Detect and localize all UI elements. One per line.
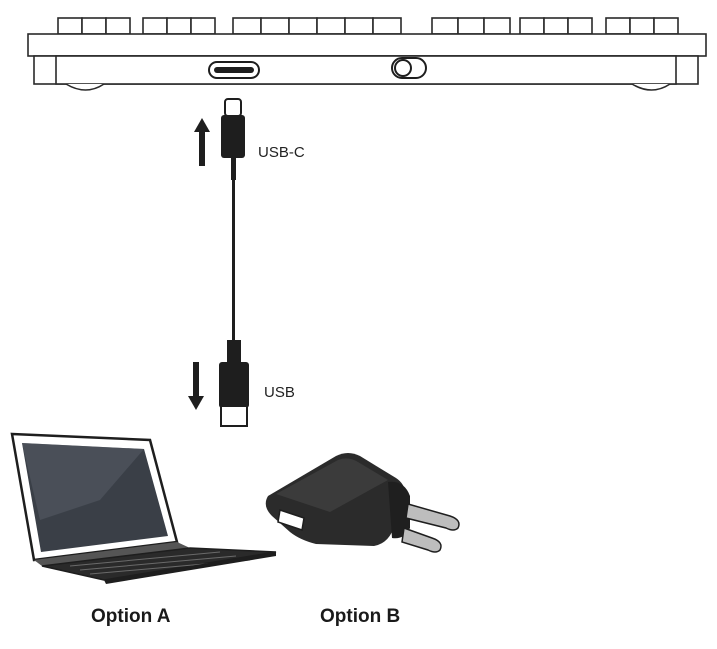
- usb-label: USB: [264, 384, 295, 401]
- laptop-icon: [10, 432, 277, 584]
- power-switch-icon: [391, 57, 427, 79]
- wall-charger-icon: [265, 453, 460, 553]
- option-a-label: Option A: [91, 606, 171, 627]
- option-b-label: Option B: [320, 606, 401, 627]
- usb-c-label: USB-C: [258, 144, 305, 161]
- keyboard-icon: [27, 17, 707, 91]
- usb-a-plug-icon: [219, 340, 249, 427]
- usb-c-port-icon: [208, 61, 260, 79]
- usb-c-plug-icon: [221, 98, 245, 180]
- arrow-up-icon: [194, 118, 210, 166]
- arrow-down-icon: [188, 362, 204, 410]
